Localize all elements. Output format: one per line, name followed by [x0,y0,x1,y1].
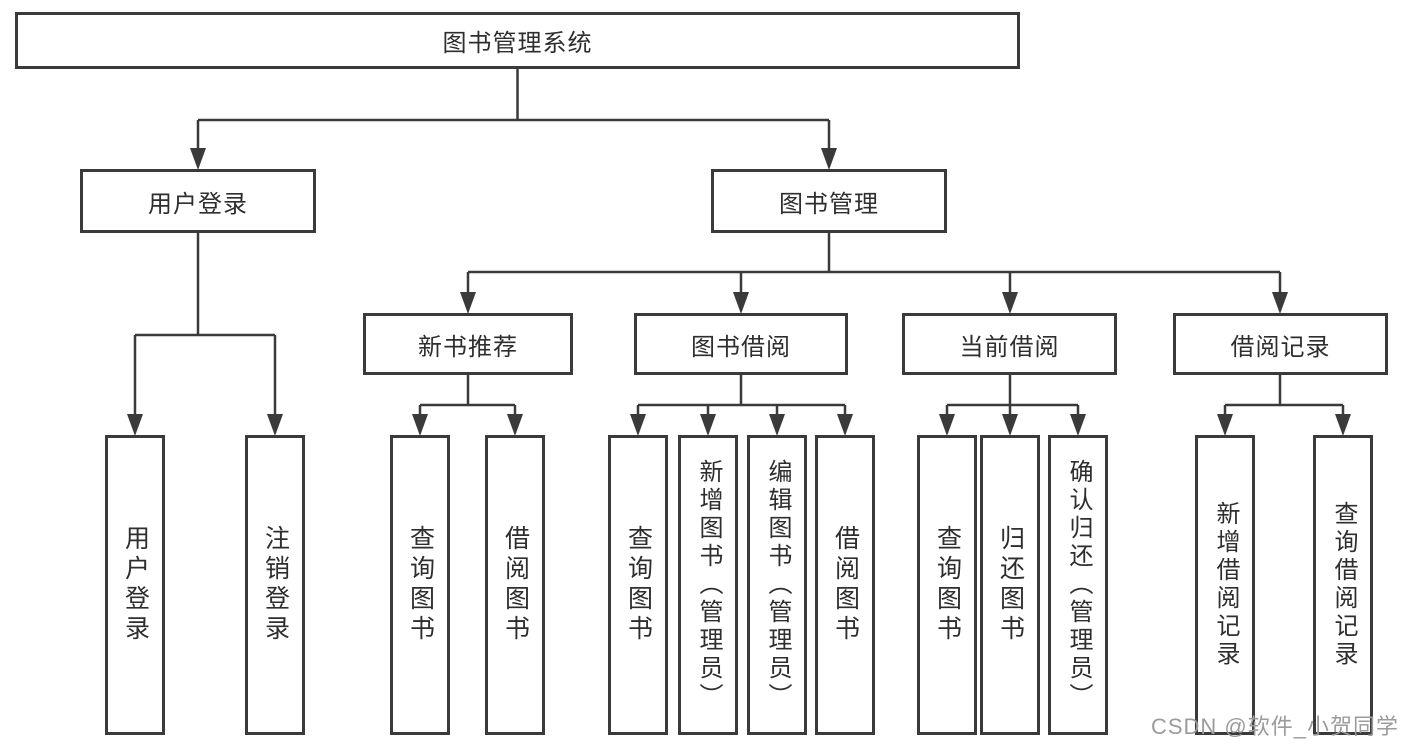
arrowhead [821,148,837,170]
arrowhead [1002,292,1018,314]
leaf-logout-login: 注销登录 [245,435,305,735]
leaf-label: 查询图书 [624,525,653,645]
arrowhead [837,414,853,436]
node-label: 借阅记录 [1230,333,1331,361]
leaf-borrow-edit-books-admin: 编辑图书（管理员） [747,435,807,735]
leaf-label: 确认归还（管理员） [1065,459,1092,711]
node-user-login: 用户登录 [80,169,316,233]
leaf-label: 归还图书 [996,525,1025,645]
node-label: 新书推荐 [418,333,518,361]
arrowhead [190,148,206,170]
arrowhead [1002,414,1018,436]
csdn-watermark: CSDN @软件_小贺同学 [1150,714,1399,739]
leaf-label: 借阅图书 [501,525,530,645]
node-label: 用户登录 [148,190,248,218]
leaf-label: 新增图书（管理员） [695,459,722,711]
leaf-records-add-record: 新增借阅记录 [1195,435,1255,735]
arrowhead [1217,414,1233,436]
arrowhead [1070,414,1086,436]
node-label: 图书借阅 [691,333,791,361]
leaf-newrec-borrow-books: 借阅图书 [485,435,545,735]
arrowhead [1335,414,1351,436]
node-new-book-recommend: 新书推荐 [363,313,573,375]
node-book-management: 图书管理 [711,169,947,233]
node-label: 当前借阅 [959,333,1060,361]
node-borrow-records: 借阅记录 [1173,313,1388,375]
leaf-records-query-record: 查询借阅记录 [1313,435,1373,735]
arrowhead [127,414,143,436]
node-label: 图书管理 [779,190,879,218]
node-label: 图书管理系统 [442,30,593,57]
leaf-current-confirm-return-admin: 确认归还（管理员） [1048,435,1108,735]
leaf-label: 借阅图书 [831,525,860,645]
arrowhead [460,292,476,314]
node-library-management-system: 图书管理系统 [15,12,1020,69]
arrowhead [939,414,955,436]
arrowhead [1272,292,1288,314]
leaf-label: 编辑图书（管理员） [764,459,791,711]
arrowhead [267,414,283,436]
node-current-borrow: 当前借阅 [902,313,1117,375]
arrowhead [507,414,523,436]
arrowhead [630,414,646,436]
leaf-current-return-books: 归还图书 [980,435,1040,735]
leaf-label: 查询借阅记录 [1330,501,1357,669]
arrowhead [769,414,785,436]
leaf-current-query-books: 查询图书 [917,435,977,735]
leaf-label: 查询图书 [933,525,962,645]
arrowhead [700,414,716,436]
arrowhead [412,414,428,436]
leaf-newrec-query-books: 查询图书 [390,435,450,735]
leaf-borrow-query-books: 查询图书 [608,435,668,735]
leaf-label: 新增借阅记录 [1212,501,1239,669]
node-book-borrow: 图书借阅 [634,313,848,375]
leaf-label: 用户登录 [121,525,150,645]
leaf-borrow-borrow-books: 借阅图书 [815,435,875,735]
leaf-user-login: 用户登录 [105,435,165,735]
arrowhead [733,292,749,314]
leaf-label: 查询图书 [406,525,435,645]
leaf-borrow-add-books-admin: 新增图书（管理员） [678,435,738,735]
leaf-label: 注销登录 [261,525,290,645]
